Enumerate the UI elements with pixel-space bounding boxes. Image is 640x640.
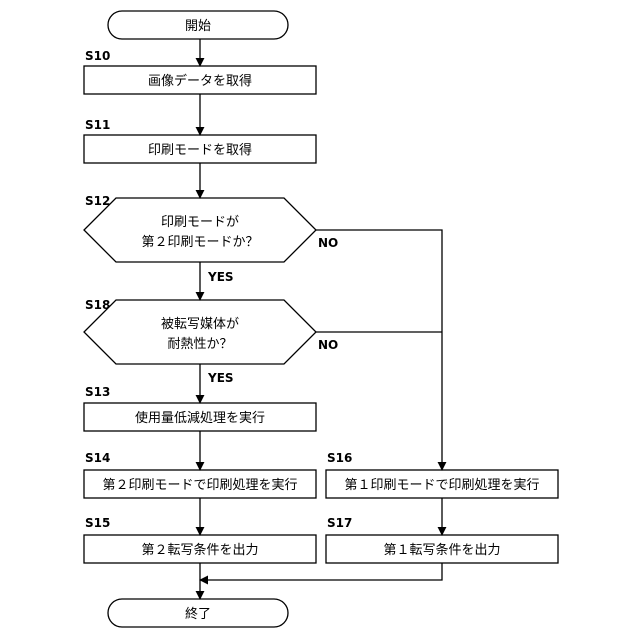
decision-s18: 被転写媒体が 耐熱性か？: [84, 300, 316, 364]
process-s16: 第１印刷モードで印刷処理を実行: [326, 470, 558, 498]
decision-s18-line1: 被転写媒体が: [161, 317, 239, 332]
process-s16-label: 第１印刷モードで印刷処理を実行: [344, 477, 539, 493]
process-s11-label: 印刷モードを取得: [148, 142, 252, 158]
end-terminal: 終了: [108, 599, 288, 627]
process-s15-label: 第２転写条件を出力: [141, 542, 258, 558]
step-id-s14: S14: [85, 451, 110, 465]
step-id-s12: S12: [85, 194, 110, 208]
process-s13: 使用量低減処理を実行: [84, 403, 316, 431]
decision-s12: 印刷モードが 第２印刷モードか？: [84, 198, 316, 262]
step-id-s11: S11: [85, 118, 110, 132]
edge-s17-merge: [200, 563, 442, 580]
step-id-s16: S16: [327, 451, 352, 465]
process-s13-label: 使用量低減処理を実行: [135, 410, 265, 426]
decision-s18-line2: 耐熱性か？: [167, 337, 232, 352]
process-s14: 第２印刷モードで印刷処理を実行: [84, 470, 316, 498]
decision-s12-line1: 印刷モードが: [161, 215, 239, 230]
step-id-s10: S10: [85, 49, 110, 63]
step-id-s15: S15: [85, 516, 110, 530]
branch-s12-yes: YES: [207, 270, 234, 284]
process-s15: 第２転写条件を出力: [84, 535, 316, 563]
start-label: 開始: [185, 19, 211, 34]
process-s17-label: 第１転写条件を出力: [383, 542, 500, 558]
start-terminal: 開始: [108, 11, 288, 39]
branch-s18-yes: YES: [207, 371, 234, 385]
process-s11: 印刷モードを取得: [84, 135, 316, 163]
branch-s18-no: NO: [318, 338, 338, 352]
process-s10-label: 画像データを取得: [148, 73, 252, 89]
process-s10: 画像データを取得: [84, 66, 316, 94]
process-s14-label: 第２印刷モードで印刷処理を実行: [102, 477, 297, 493]
step-id-s17: S17: [327, 516, 352, 530]
process-s17: 第１転写条件を出力: [326, 535, 558, 563]
step-id-s13: S13: [85, 385, 110, 399]
end-label: 終了: [185, 606, 211, 622]
branch-s12-no: NO: [318, 236, 338, 250]
decision-s12-line2: 第２印刷モードか？: [141, 235, 258, 250]
